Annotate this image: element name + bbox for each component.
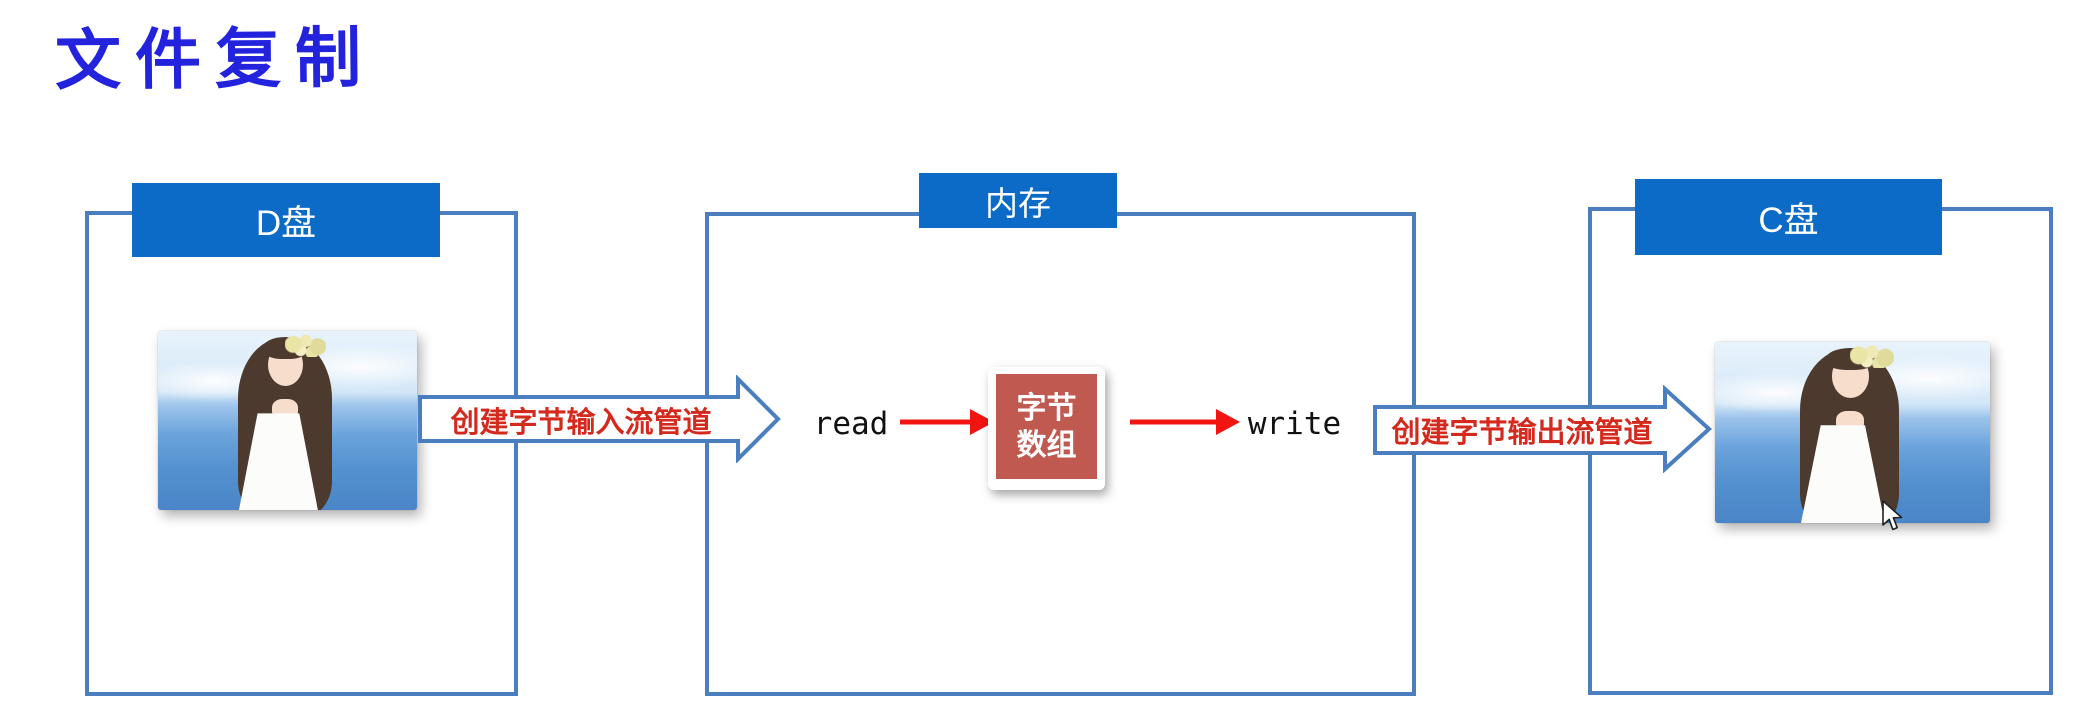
destination-photo-thumbnail: [1715, 342, 1990, 523]
input-stream-pipe-arrow: 创建字节输入流管道: [418, 375, 782, 463]
byte-array-box: 字节 数组: [996, 374, 1097, 479]
mouse-pointer-icon: [1882, 500, 1903, 531]
byte-array-line1: 字节: [1016, 391, 1077, 425]
write-label: write: [1247, 406, 1342, 442]
page-title: 文件复制: [54, 20, 376, 98]
output-pipe-label: 创建字节输出流管道: [1391, 417, 1653, 449]
read-label: read: [813, 406, 889, 442]
photo-flower-crown-shape: [1849, 344, 1894, 369]
photo-flower-crown-shape: [284, 333, 327, 357]
input-pipe-label: 创建字节输入流管道: [450, 406, 712, 439]
d-drive-header: D盘: [132, 183, 440, 257]
byte-array-line2: 数组: [1016, 428, 1077, 462]
block-arrow-right-icon: [1373, 385, 1712, 473]
c-drive-header: C盘: [1635, 179, 1942, 255]
source-photo-thumbnail: [158, 331, 417, 510]
red-arrow-right-icon: [1130, 409, 1240, 435]
red-arrow-right-icon: [900, 409, 994, 435]
output-stream-pipe-arrow: 创建字节输出流管道: [1373, 385, 1712, 473]
block-arrow-right-icon: [418, 375, 781, 463]
byte-array-card: 字节 数组: [988, 367, 1105, 490]
memory-header: 内存: [919, 173, 1117, 228]
